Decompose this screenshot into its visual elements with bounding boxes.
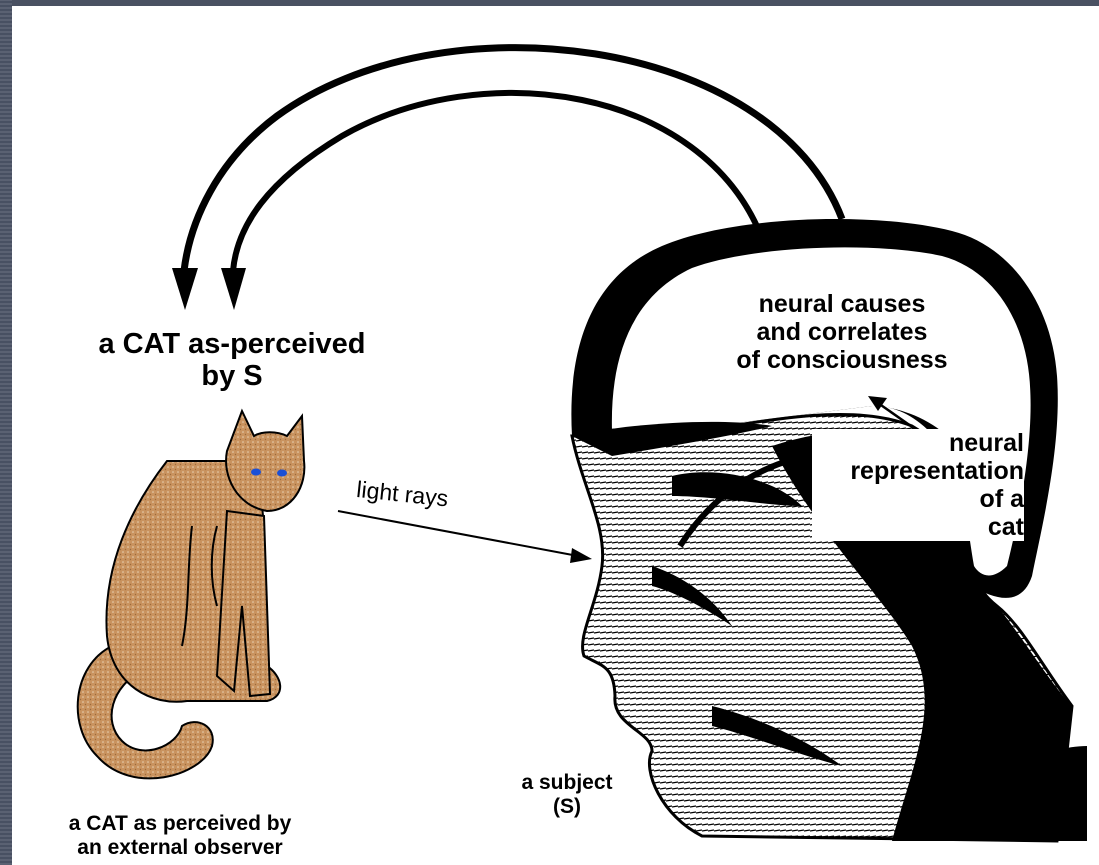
neural-representation-label: neural representation of a cat xyxy=(812,429,1024,541)
cat-drawing xyxy=(78,411,305,778)
light-rays-arrow xyxy=(338,511,578,556)
light-rays-arrowhead xyxy=(570,548,592,563)
cat-as-perceived-label: a CAT as-perceived by S xyxy=(52,328,412,393)
diagram-canvas: a CAT as-perceived by S light rays neura… xyxy=(12,6,1099,865)
neural-causes-label: neural causes and correlates of consciou… xyxy=(692,290,992,374)
outer-arrowhead xyxy=(172,268,198,310)
left-frame-stripe xyxy=(0,0,12,865)
inner-arrowhead xyxy=(221,268,246,310)
external-observer-label: a CAT as perceived by an external observ… xyxy=(12,812,348,859)
subject-label: a subject (S) xyxy=(492,771,642,818)
